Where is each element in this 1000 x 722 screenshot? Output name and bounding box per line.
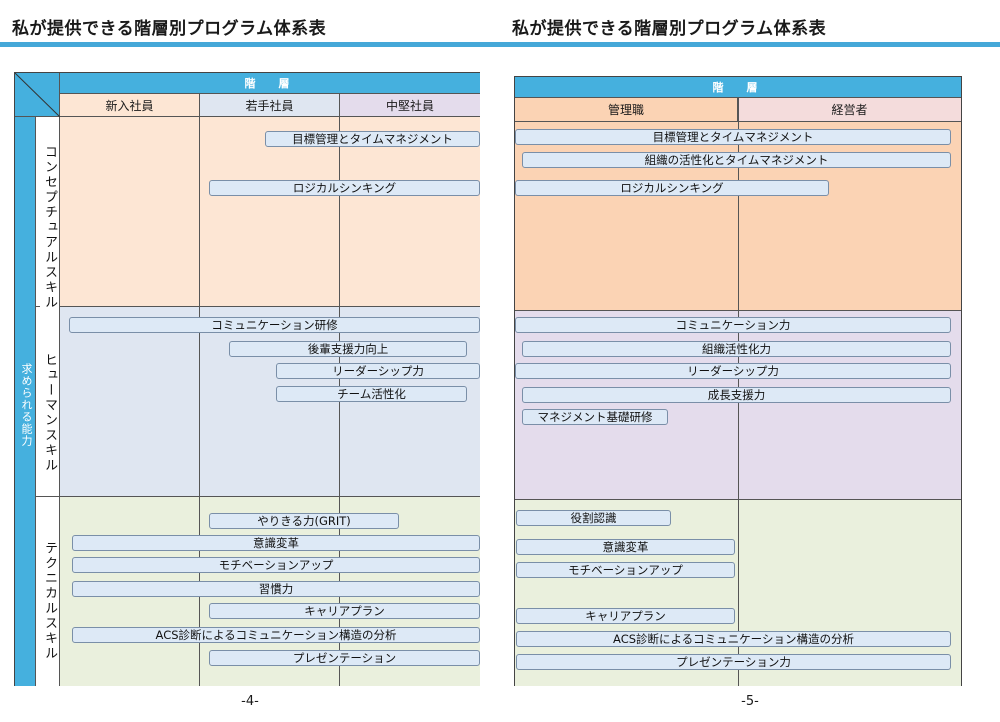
program-bar: 目標管理とタイムマネジメント [265, 131, 480, 147]
program-bar: キャリアプラン [209, 603, 480, 619]
program-bar: リーダーシップ力 [276, 363, 480, 379]
column-divider [199, 94, 200, 686]
program-bar: 目標管理とタイムマネジメント [515, 129, 951, 145]
column-new-employee: 新入社員 [60, 94, 200, 117]
side-strip [15, 117, 36, 686]
diagonal-line-icon [14, 72, 61, 118]
band-conceptual [60, 117, 480, 306]
program-bar: モチベーションアップ [72, 557, 480, 573]
program-bar: 意識変革 [72, 535, 480, 551]
program-bar: 組織の活性化とタイムマネジメント [522, 152, 951, 168]
left-page-title: 私が提供できる階層別プログラム体系表 [12, 19, 327, 39]
program-bar: 組織活性化力 [522, 341, 951, 357]
corner-cell [14, 72, 61, 118]
right-program-table: 階 層 管理職 経営者 [514, 76, 962, 686]
program-bar: 成長支援力 [522, 387, 951, 403]
category-human-skill: ヒューマンスキル [40, 353, 59, 473]
right-page-number: -5- [741, 694, 759, 709]
program-bar: モチベーションアップ [516, 562, 735, 578]
program-bar: コミュニケーション研修 [69, 317, 480, 333]
right-hierarchy-header: 階 層 [515, 77, 961, 98]
program-bar: コミュニケーション力 [515, 317, 951, 333]
program-bar: ロジカルシンキング [515, 180, 829, 196]
column-manager: 管理職 [515, 98, 738, 122]
program-bar: マネジメント基礎研修 [522, 409, 668, 425]
program-bar: リーダーシップ力 [515, 363, 951, 379]
program-bar: キャリアプラン [516, 608, 735, 624]
category-divider [36, 496, 60, 497]
program-bar: 意識変革 [516, 539, 735, 555]
program-bar: 役割認識 [516, 510, 671, 526]
right-page-title: 私が提供できる階層別プログラム体系表 [512, 19, 827, 39]
title-rule [0, 42, 1000, 47]
column-young-employee: 若手社員 [200, 94, 340, 117]
program-bar: ACS診断によるコミュニケーション構造の分析 [72, 627, 480, 643]
program-bar: 後輩支援力向上 [229, 341, 467, 357]
program-bar: 習慣力 [72, 581, 480, 597]
left-program-table: 階 層 新入社員 若手社員 中堅社員 求められる能力 コンセプチュアルスキル ヒ… [14, 72, 480, 686]
program-bar: ACS診断によるコミュニケーション構造の分析 [516, 631, 951, 647]
program-bar: やりきる力(GRIT) [209, 513, 399, 529]
side-label-required-abilities: 求められる能力 [20, 363, 33, 447]
left-page-number: -4- [241, 694, 259, 709]
program-bar: ロジカルシンキング [209, 180, 480, 196]
program-bar: プレゼンテーション [209, 650, 480, 666]
program-bar: チーム活性化 [276, 386, 467, 402]
column-executive: 経営者 [738, 98, 961, 122]
category-technical-skill: テクニカルスキル [40, 541, 59, 661]
program-bar: プレゼンテーション力 [516, 654, 951, 670]
category-conceptual-skill: コンセプチュアルスキル [40, 145, 59, 310]
column-mid-employee: 中堅社員 [340, 94, 480, 117]
left-hierarchy-header: 階 層 [60, 73, 480, 94]
